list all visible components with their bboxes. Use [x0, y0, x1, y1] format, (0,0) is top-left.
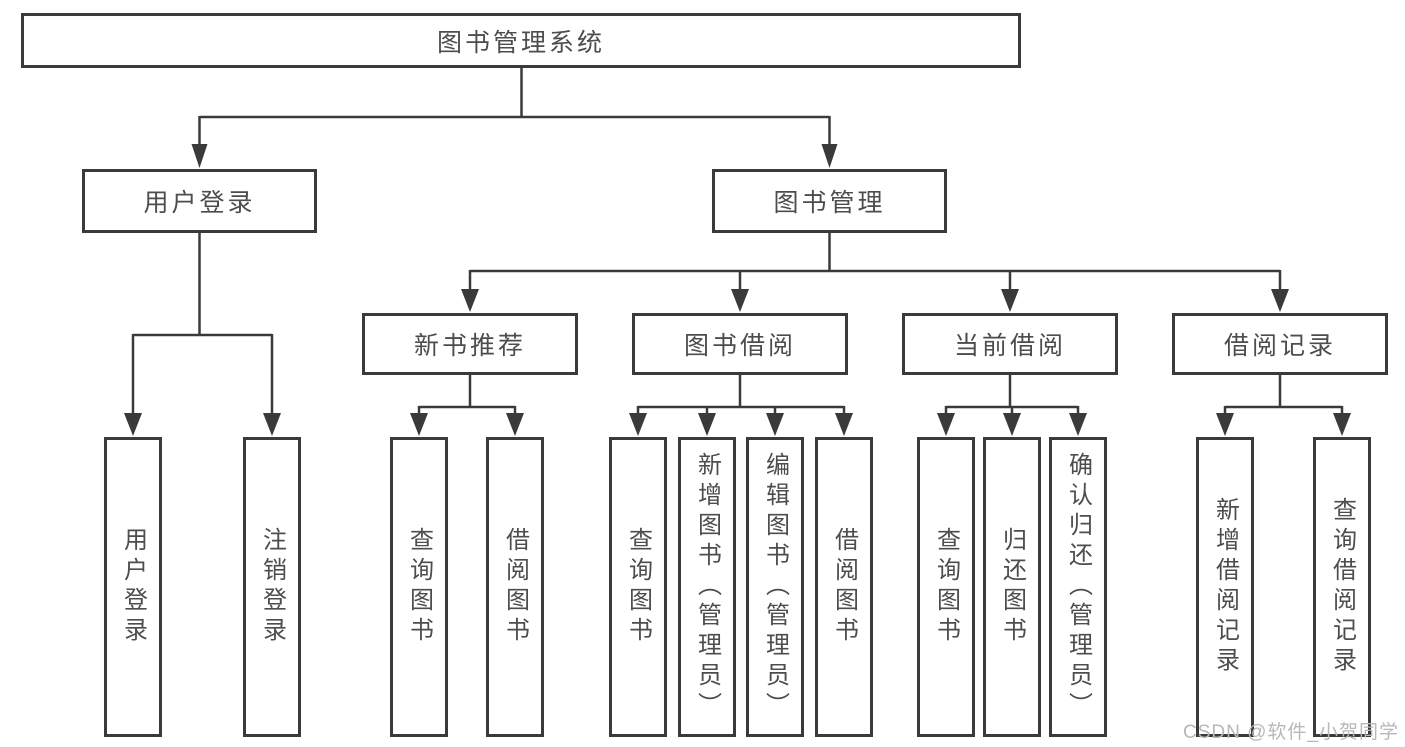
node-library-system: 图书管理系统 — [21, 13, 1021, 68]
node-bb-edit-books-admin: 编辑图书（管理员） — [746, 437, 804, 737]
node-user-login: 用户登录 — [104, 437, 162, 737]
node-book-management: 图书管理 — [712, 169, 947, 233]
node-nbr-query-books: 查询图书 — [390, 437, 448, 737]
node-br-query-record: 查询借阅记录 — [1313, 437, 1371, 737]
node-br-add-record: 新增借阅记录 — [1196, 437, 1254, 737]
node-bb-query-books: 查询图书 — [609, 437, 667, 737]
node-cb-confirm-return-admin: 确认归还（管理员） — [1049, 437, 1107, 737]
node-cb-query-books: 查询图书 — [917, 437, 975, 737]
node-logout: 注销登录 — [243, 437, 301, 737]
node-cb-return-books: 归还图书 — [983, 437, 1041, 737]
node-borrow-records: 借阅记录 — [1172, 313, 1388, 375]
node-user-login-group: 用户登录 — [82, 169, 317, 233]
node-current-borrow: 当前借阅 — [902, 313, 1118, 375]
watermark: CSDN @软件_小贺同学 — [1183, 722, 1399, 743]
node-bb-add-books-admin: 新增图书（管理员） — [678, 437, 736, 737]
node-bb-borrow-books: 借阅图书 — [815, 437, 873, 737]
node-nbr-borrow-books: 借阅图书 — [486, 437, 544, 737]
node-book-borrow: 图书借阅 — [632, 313, 848, 375]
node-new-book-recommend: 新书推荐 — [362, 313, 578, 375]
